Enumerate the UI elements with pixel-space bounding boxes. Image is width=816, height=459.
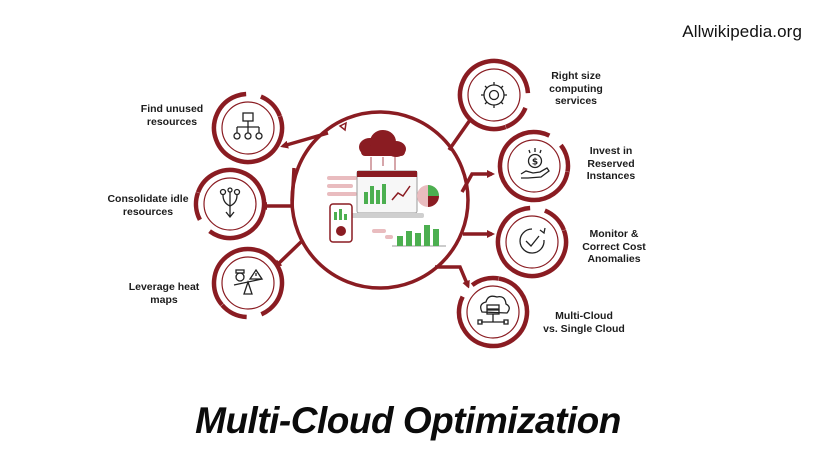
node-monitor xyxy=(495,205,569,279)
phone-icon xyxy=(329,203,353,243)
node-heat-maps xyxy=(211,246,285,320)
page-title: Multi-Cloud Optimization xyxy=(195,400,621,441)
svg-text:$: $ xyxy=(532,158,538,168)
node-find-unused xyxy=(211,91,285,165)
node-right-size xyxy=(457,58,531,132)
gear-icon xyxy=(481,82,507,108)
label-consolidate: Consolidate idle resources xyxy=(107,193,189,218)
central-hub xyxy=(290,110,470,290)
arrow-reserved xyxy=(460,170,495,193)
cloud-server-icon xyxy=(477,295,510,325)
bar-chart-icon xyxy=(372,225,446,247)
merge-arrows-icon xyxy=(219,187,241,219)
cloud-icon xyxy=(359,130,406,170)
node-multicloud xyxy=(456,275,530,349)
watermark: Allwikipedia.org xyxy=(682,22,802,41)
balance-scale-icon xyxy=(233,268,264,295)
dashboard-illustration xyxy=(327,130,446,247)
rotation-arrow-icon xyxy=(338,121,347,132)
label-reserved: Invest in Reserved Instances xyxy=(586,145,636,182)
dollar-hand-icon: $ xyxy=(520,148,550,179)
arrow-find-unused xyxy=(280,131,329,149)
pie-chart-icon xyxy=(417,185,439,207)
hierarchy-icon xyxy=(233,112,263,140)
label-multicloud: Multi-Cloud vs. Single Cloud xyxy=(543,310,625,335)
check-badge-icon xyxy=(519,227,546,254)
label-right-size: Right size computing services xyxy=(549,70,603,107)
label-monitor: Monitor & Correct Cost Anomalies xyxy=(582,228,646,265)
arrow-consolidate xyxy=(259,167,296,210)
label-heat-maps: Leverage heat maps xyxy=(128,281,200,306)
laptop-icon xyxy=(350,170,424,218)
node-consolidate xyxy=(193,167,267,241)
label-find-unused: Find unused resources xyxy=(140,103,204,128)
node-reserved: $ xyxy=(497,129,571,203)
arrow-multicloud xyxy=(435,265,470,289)
arrow-heat-maps xyxy=(273,238,305,269)
